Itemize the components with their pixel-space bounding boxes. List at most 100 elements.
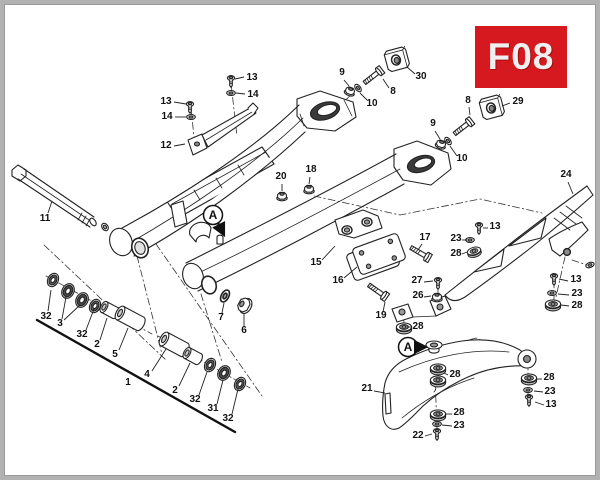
callout-24: 24 — [560, 169, 572, 180]
callout-13: 13 — [570, 274, 582, 285]
leader-line — [558, 278, 569, 282]
callout-10: 10 — [456, 153, 468, 164]
leader-line — [234, 76, 245, 80]
detail-marker-A: A — [397, 336, 429, 358]
callout-6: 6 — [241, 325, 247, 336]
callout-28: 28 — [450, 248, 462, 259]
page-code-badge: F08 — [475, 26, 567, 88]
callout-28: 28 — [412, 321, 424, 332]
leader-line — [173, 101, 187, 105]
leader-line — [85, 308, 95, 331]
callout-15: 15 — [310, 257, 322, 268]
callout-26: 26 — [412, 290, 424, 301]
callout-1: 1 — [125, 377, 131, 388]
leader-line — [423, 280, 434, 283]
bearing-kit — [35, 270, 253, 434]
callout-13: 13 — [160, 96, 172, 107]
leader-line — [441, 424, 453, 427]
callout-32: 32 — [76, 329, 88, 340]
leader-line — [216, 379, 224, 405]
leader-line — [560, 304, 570, 307]
leader-line — [343, 79, 350, 87]
callout-8: 8 — [390, 86, 396, 97]
callout-11: 11 — [40, 213, 51, 224]
leader-line — [63, 304, 81, 321]
chain-slider — [187, 102, 259, 156]
grommet-28 — [395, 322, 413, 335]
callout-23: 23 — [544, 386, 556, 397]
leader-line — [533, 390, 544, 393]
callout-2: 2 — [94, 339, 100, 350]
leader-line — [468, 106, 471, 116]
callout-12: 12 — [160, 140, 172, 151]
callout-3: 3 — [57, 318, 63, 329]
nut-26 — [431, 292, 443, 303]
page-code: F08 — [487, 36, 555, 77]
callout-27: 27 — [411, 275, 423, 286]
nut-20 — [276, 191, 288, 202]
detail-marker-A: A — [202, 204, 226, 238]
leader-line — [308, 176, 311, 185]
callout-31: 31 — [207, 403, 219, 414]
screw-13 — [185, 101, 195, 114]
callout-9: 9 — [430, 118, 436, 129]
callout-17: 17 — [419, 232, 431, 243]
callout-13: 13 — [489, 221, 501, 232]
leader-line — [461, 251, 468, 255]
screw-13 — [226, 75, 236, 88]
callout-28: 28 — [571, 300, 583, 311]
leader-line — [557, 293, 570, 296]
nut-18 — [303, 184, 315, 195]
swingarm-axle — [11, 164, 109, 232]
leader-line — [99, 317, 108, 341]
leader-line — [198, 371, 208, 396]
callout-4: 4 — [144, 369, 150, 380]
callout-21: 21 — [361, 383, 373, 394]
callout-29: 29 — [512, 96, 524, 107]
leader-line — [423, 295, 432, 298]
callout-layer: 1314131412112018981030891029241323281516… — [40, 66, 583, 441]
callout-9: 9 — [339, 67, 345, 78]
leader-line — [417, 243, 423, 251]
callout-32: 32 — [40, 311, 52, 322]
callout-7: 7 — [218, 312, 224, 323]
washer-23 — [547, 289, 557, 297]
callout-32: 32 — [222, 413, 234, 424]
callout-28: 28 — [453, 407, 465, 418]
callout-14: 14 — [161, 111, 173, 122]
leader-line — [443, 372, 449, 376]
leader-line — [178, 362, 191, 387]
leader-line — [406, 66, 416, 75]
screw-13 — [549, 273, 559, 286]
callout-23: 23 — [450, 233, 462, 244]
screw-13 — [474, 222, 484, 235]
callout-8: 8 — [465, 95, 471, 106]
leader-line — [449, 145, 458, 157]
leader-line — [231, 388, 239, 415]
leader-line — [173, 143, 186, 147]
callout-16: 16 — [332, 275, 344, 286]
leader-line — [424, 433, 433, 437]
washer-14 — [226, 89, 236, 97]
leader-line — [434, 130, 441, 140]
chain-guard — [391, 185, 596, 323]
leader-line — [235, 92, 246, 95]
tensioner-assembly — [334, 209, 433, 303]
leader-line — [47, 200, 53, 214]
leader-line — [343, 266, 358, 279]
callout-28: 28 — [543, 372, 555, 383]
callout-23: 23 — [571, 288, 583, 299]
leader-line — [382, 78, 390, 89]
leader-line — [501, 102, 511, 107]
leader-line — [321, 245, 336, 261]
callout-14: 14 — [247, 89, 259, 100]
leader-line — [221, 302, 225, 314]
leader-line — [382, 301, 386, 313]
grommet-28 — [544, 299, 562, 312]
swingarm-body — [109, 90, 452, 295]
callout-22: 22 — [412, 430, 424, 441]
callout-13: 13 — [545, 399, 557, 410]
leader-line — [373, 390, 386, 394]
leader-line — [47, 289, 52, 312]
